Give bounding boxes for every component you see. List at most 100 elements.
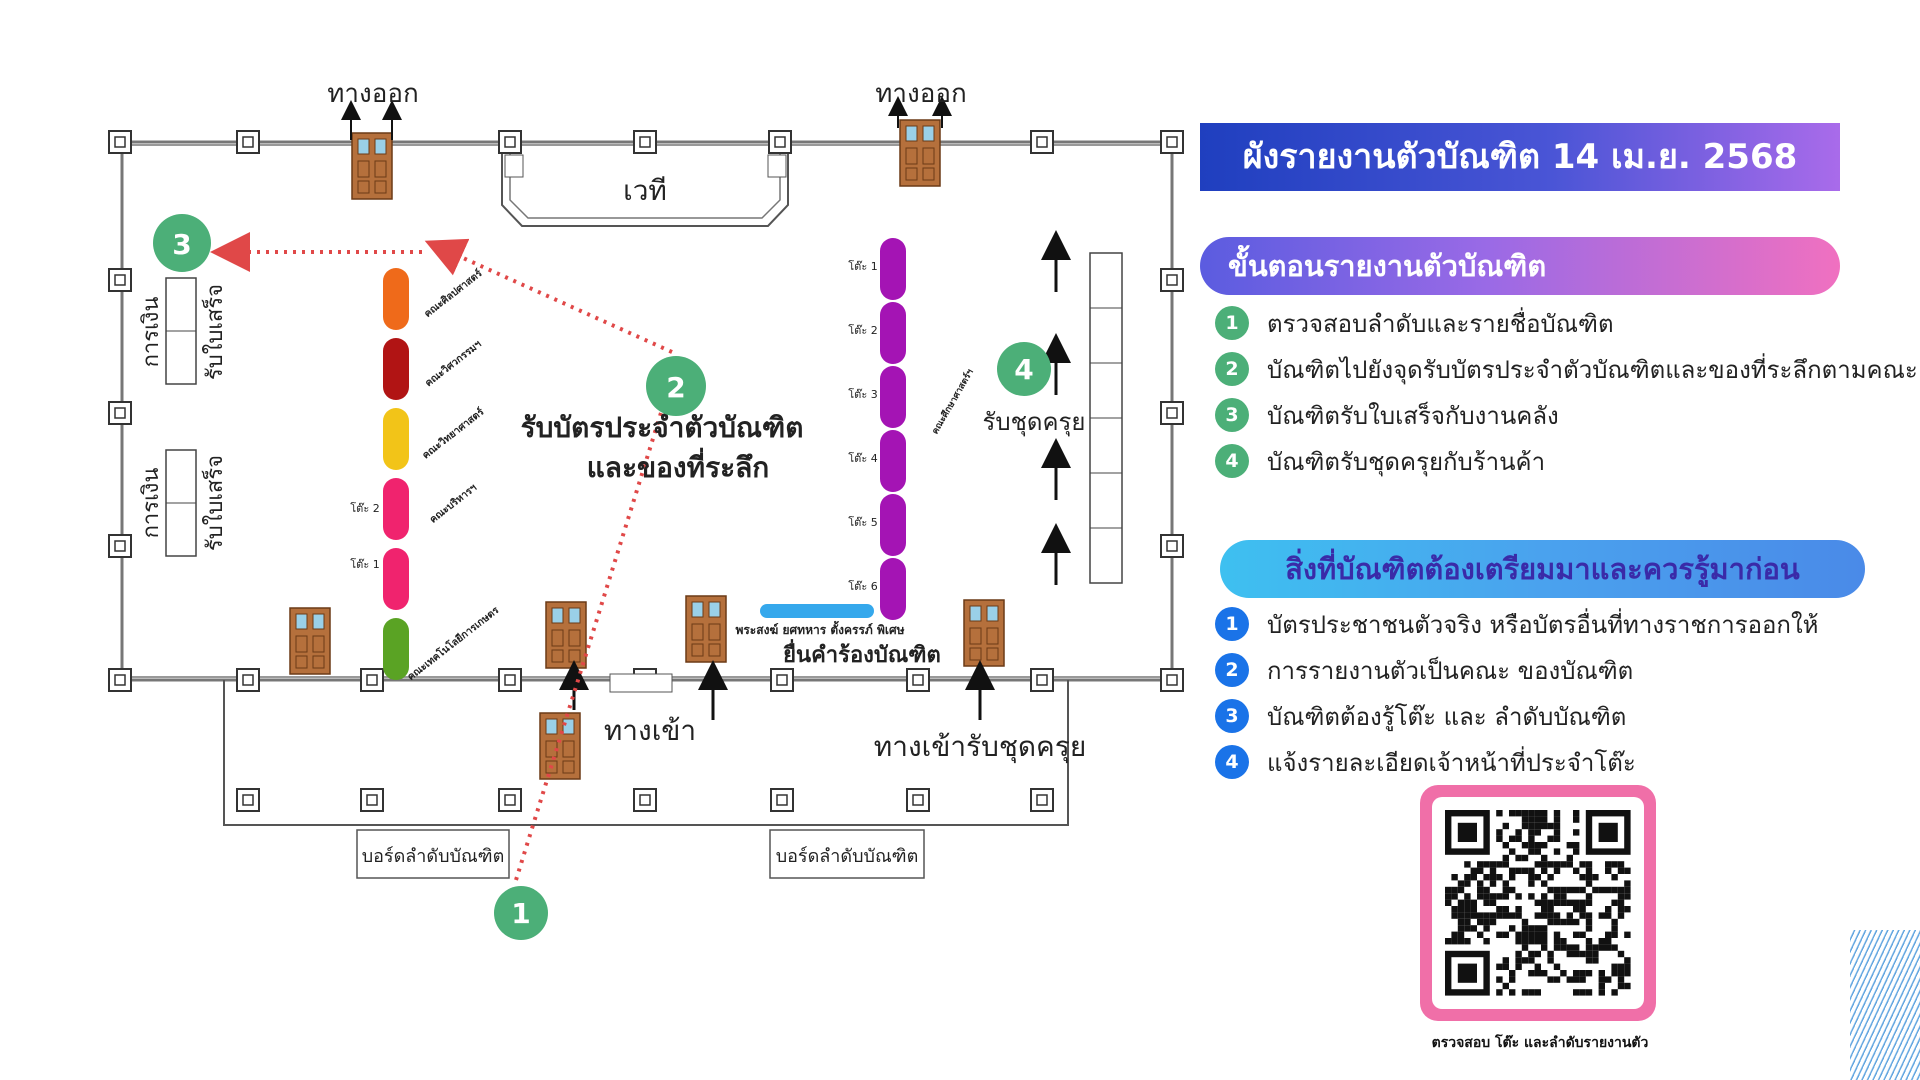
right-faculty-name: คณะศึกษาศาสตร์ฯ xyxy=(929,367,976,437)
prep-text: บัณฑิตต้องรู้โต๊ะ และ ลำดับบัณฑิต xyxy=(1267,703,1627,731)
step-number: 1 xyxy=(1215,306,1249,340)
special-label: พระสงฆ์ ยศทหาร ตั้งครรภ์ พิเศษ xyxy=(735,620,904,637)
gown-area-label: รับชุดครุย xyxy=(982,408,1085,437)
table-label: โต๊ะ 5 xyxy=(848,515,877,529)
table-label: โต๊ะ 2 xyxy=(848,323,877,337)
faculty-table xyxy=(383,548,409,610)
finance-label-top: การเงิน xyxy=(139,297,164,368)
faculty-table-mark xyxy=(880,366,906,428)
marker-1-num: 1 xyxy=(511,897,530,930)
gown-entrance-label: ทางเข้ารับชุดครุย xyxy=(874,730,1086,764)
faculty-table-mark xyxy=(880,494,906,556)
marker-2-num: 2 xyxy=(666,371,685,404)
faculty-table: โต๊ะ 2 xyxy=(848,302,906,364)
faculty-table-mark xyxy=(383,478,409,540)
marker-2: 2 xyxy=(646,356,706,416)
step-text: ตรวจสอบลำดับและรายชื่อบัณฑิต xyxy=(1267,310,1614,338)
faculty-table-mark xyxy=(880,238,906,300)
qr-code-frame[interactable] xyxy=(1420,785,1656,1021)
door-left-lower xyxy=(289,607,331,675)
faculty-table-mark xyxy=(383,338,409,400)
special-queue-mark xyxy=(760,604,874,618)
faculty-table: โต๊ะ 6 xyxy=(848,558,906,620)
prep-number: 3 xyxy=(1215,699,1249,733)
faculty-table: โต๊ะ 3 xyxy=(848,366,906,428)
board-left: บอร์ดลำดับบัณฑิต xyxy=(356,829,510,879)
faculty-table-mark xyxy=(880,430,906,492)
gown-racks xyxy=(1041,230,1123,585)
exit-right-label: ทางออก xyxy=(875,79,966,109)
door-exit-right xyxy=(899,119,941,187)
faculty-table: คณะวิทยาศาสตร์ xyxy=(383,405,487,470)
faculty-table: โต๊ะ 4 xyxy=(848,430,906,492)
faculty-table: คณะเทคโนโลยีการเกษตร xyxy=(383,603,502,683)
route-path xyxy=(210,232,680,881)
faculty-table-mark xyxy=(383,408,409,470)
faculty-name: คณะบริหารฯ xyxy=(427,481,479,525)
stage-label: เวที xyxy=(623,174,667,207)
entrance-arrows xyxy=(559,660,995,720)
right-faculty-tables: โต๊ะ 1 โต๊ะ 2 โต๊ะ 3 โต๊ะ 4 โต๊ะ 5 โต๊ะ 6 xyxy=(848,238,906,620)
board-right: บอร์ดลำดับบัณฑิต xyxy=(769,829,925,879)
receipt-label-bottom: รับใบเสร็จ xyxy=(200,455,228,551)
step-text: บัณฑิตรับใบเสร็จกับงานคลัง xyxy=(1267,402,1559,430)
faculty-name: คณะเทคโนโลยีการเกษตร xyxy=(404,603,501,683)
marker-1: 1 xyxy=(494,886,548,940)
prep-number: 2 xyxy=(1215,653,1249,687)
exit-arrows xyxy=(341,96,952,140)
prep-number: 1 xyxy=(1215,607,1249,641)
stage-platform: เวที xyxy=(501,142,789,227)
faculty-table-mark xyxy=(383,618,409,680)
faculty-name: คณะศิลปศาสตร์ xyxy=(422,267,485,320)
card-area-line2: และของที่ระลึก xyxy=(587,447,770,484)
exit-left-label: ทางออก xyxy=(327,79,418,109)
door-entrance xyxy=(539,712,581,780)
lobby xyxy=(223,680,1069,826)
marker-3-num: 3 xyxy=(172,228,191,261)
page-title: ผังรายงานตัวบัณฑิต 14 เม.ย. 2568 xyxy=(1200,123,1840,191)
step-text: บัณฑิตรับชุดครุยกับร้านค้า xyxy=(1267,448,1546,476)
faculty-table-mark xyxy=(383,268,409,330)
door-exit-left xyxy=(351,132,393,200)
left-table-label-2: โต๊ะ 2 xyxy=(350,501,379,515)
steps-title: ขั้นตอนรายงานตัวบัณฑิต xyxy=(1200,237,1840,295)
step-text: บัณฑิตไปยังจุดรับบัตรประจำตัวบัณฑิตและขอ… xyxy=(1267,356,1918,384)
faculty-table: คณะศิลปศาสตร์ xyxy=(383,267,485,330)
door-inner-2 xyxy=(685,595,727,663)
faculty-table: คณะบริหารฯ xyxy=(383,478,479,540)
table-label: โต๊ะ 3 xyxy=(848,387,877,401)
qr-caption: ตรวจสอบ โต๊ะ และลำดับรายงานตัว xyxy=(1431,1035,1649,1051)
board-left-label: บอร์ดลำดับบัณฑิต xyxy=(362,846,505,867)
receipt-label-top: รับใบเสร็จ xyxy=(200,284,228,380)
marker-4-num: 4 xyxy=(1014,353,1033,386)
door-inner-3 xyxy=(963,599,1005,667)
prep-text: การรายงานตัวเป็นคณะ ของบัณฑิต xyxy=(1267,657,1634,685)
board-right-label: บอร์ดลำดับบัณฑิต xyxy=(776,846,919,867)
faculty-name: คณะวิทยาศาสตร์ xyxy=(420,405,487,461)
petition-label: ยื่นคำร้องบัณฑิต xyxy=(783,638,941,668)
faculty-table-mark xyxy=(880,302,906,364)
step-number: 2 xyxy=(1215,352,1249,386)
left-table-label-1: โต๊ะ 1 xyxy=(350,557,379,571)
table-label: โต๊ะ 6 xyxy=(848,579,877,593)
faculty-name: คณะวิศวกรรมฯ xyxy=(423,338,484,390)
faculty-table: คณะวิศวกรรมฯ xyxy=(383,338,484,400)
finance-counter-bottom: การเงิน รับใบเสร็จ xyxy=(139,449,228,557)
step-number: 4 xyxy=(1215,444,1249,478)
card-area-line1: รับบัตรประจำตัวบัณฑิต xyxy=(521,411,804,444)
finance-label-bottom: การเงิน xyxy=(139,468,164,539)
finance-counter-top: การเงิน รับใบเสร็จ xyxy=(139,277,228,385)
faculty-table-mark xyxy=(880,558,906,620)
marker-4: 4 xyxy=(997,342,1051,396)
left-faculty-tables: คณะศิลปศาสตร์คณะวิศวกรรมฯคณะวิทยาศาสตร์ค… xyxy=(383,267,502,683)
door-inner-1 xyxy=(545,601,587,669)
prep-text: แจ้งรายละเอียดเจ้าหน้าที่ประจำโต๊ะ xyxy=(1267,749,1636,777)
corner-decoration xyxy=(1850,930,1920,1080)
faculty-table: โต๊ะ 1 xyxy=(848,238,906,300)
table-label: โต๊ะ 4 xyxy=(848,451,877,465)
step-number: 3 xyxy=(1215,398,1249,432)
faculty-table: โต๊ะ 5 xyxy=(848,494,906,556)
table-label: โต๊ะ 1 xyxy=(848,259,877,273)
qr-code[interactable] xyxy=(1432,797,1644,1009)
